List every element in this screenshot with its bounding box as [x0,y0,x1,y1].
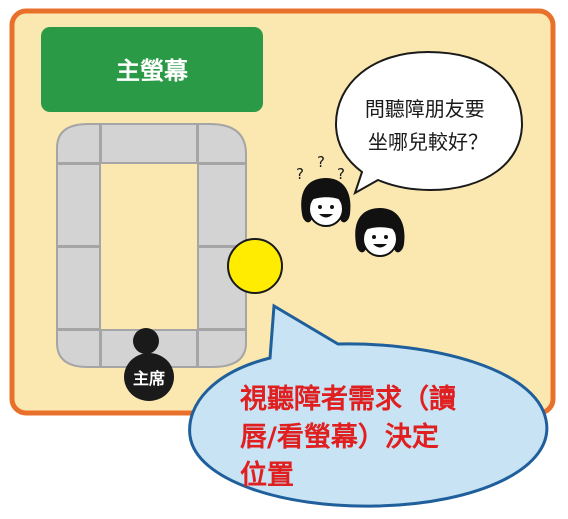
answer-callout: 視聽障者需求（讀 唇/看螢幕）決定 位置 [188,303,549,508]
seat-bottom-right-corner [197,329,247,368]
seat-top-right-corner [197,123,247,164]
main-screen [41,27,263,112]
svg-text:問聽障朋友要 坐哪兒較好？: 問聽障朋友要 坐哪兒較好？ [365,97,491,154]
question-mark-2: ? [317,153,325,171]
person-1-left-eye [318,205,322,209]
person-2-right-eye [384,235,388,239]
seat-bottom-left-corner [56,329,101,368]
chairperson-label: 主席 [133,369,165,388]
question-mark-1: ? [296,165,304,183]
person-1-bangs [309,191,343,201]
person-2-bangs [363,221,397,231]
person-1-right-eye [330,205,334,209]
person-1-smile [319,214,333,218]
question-bubble-shape [334,50,524,196]
recommended-seat-marker [227,238,283,294]
answer-line-2: 唇/看螢幕）決定 [240,421,439,453]
seat-top [100,123,198,164]
question-line-2: 坐哪兒較好？ [368,130,488,154]
seat-left-2 [56,246,101,330]
seat-right-1 [197,163,247,247]
hearing-impaired-person-2 [355,208,405,257]
hearing-impaired-person-1 [301,178,351,227]
answer-callout-shape [188,303,549,508]
chairperson: 主席 [124,328,174,401]
svg-text:視聽障者需求（讀 唇/看螢幕）決定: 視聽障者需求（讀 唇/看螢幕）決定 位置 [240,383,465,491]
main-screen-label: 主螢幕 [116,57,189,85]
chairperson-head [133,328,159,354]
answer-line-3: 位置 [240,459,294,491]
seat-top-left-corner [56,123,101,164]
question-mark-3: ? [337,165,345,183]
chairperson-body [124,353,174,401]
person-2-smile [373,244,387,248]
question-bubble: 問聽障朋友要 坐哪兒較好？ [334,50,524,196]
answer-line-1: 視聽障者需求（讀 [240,383,456,415]
question-marks: ? ? ? [296,153,345,183]
question-line-1: 問聽障朋友要 [365,97,485,121]
seat-left-1 [56,163,101,247]
person-2-left-eye [372,235,376,239]
